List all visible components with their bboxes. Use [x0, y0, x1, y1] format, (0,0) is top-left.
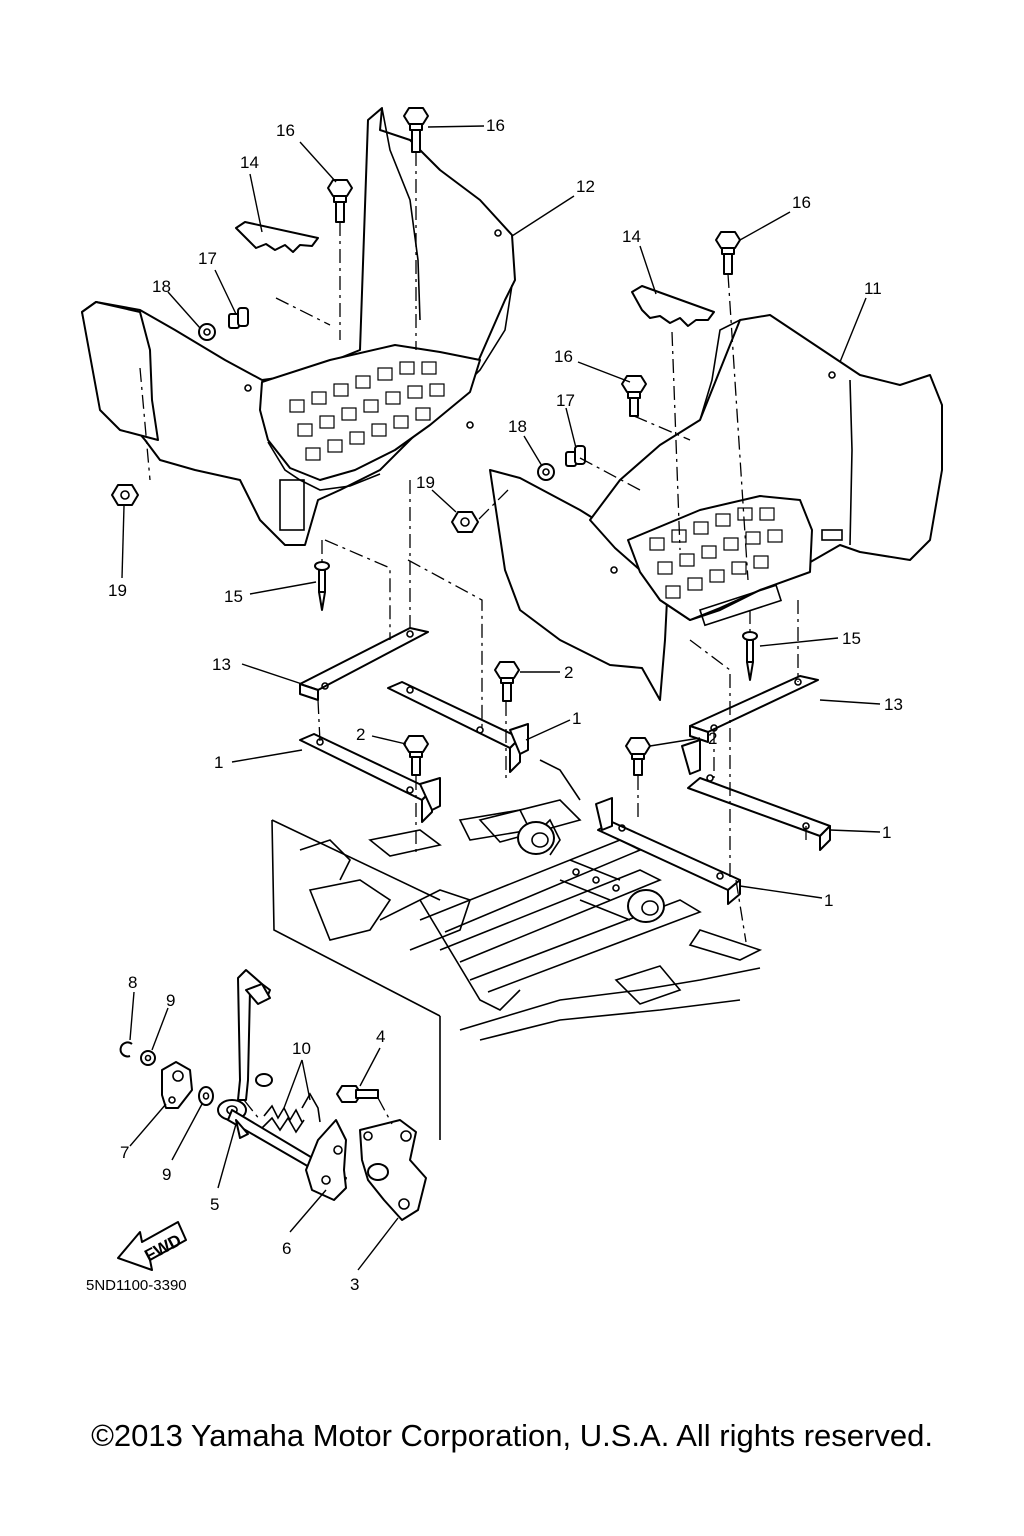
- screw-17-a: [228, 307, 249, 329]
- bolt-16-d: [621, 375, 647, 417]
- bolt-4: [336, 1085, 379, 1103]
- bolt-16-b: [403, 107, 429, 153]
- bolt-2-b: [403, 735, 429, 776]
- callout-19b: 19: [108, 581, 127, 600]
- right-footrest-mudguard: [489, 314, 943, 701]
- callout-labels: 16 16 14 12 16 17 18 14 11 16 17 18 19 1…: [86, 116, 903, 1294]
- callout-7: 7: [120, 1143, 129, 1162]
- callout-14a: 14: [240, 153, 259, 172]
- footrest-cleat-left: [235, 221, 319, 253]
- bracket-1-c: [681, 739, 831, 851]
- nut-19-a: [111, 484, 139, 506]
- callout-16c: 16: [792, 193, 811, 212]
- vehicle-frame: [271, 759, 763, 1140]
- callout-19a: 19: [416, 473, 435, 492]
- plate-13-left: [299, 627, 429, 701]
- washer-18-a: [198, 323, 216, 341]
- callout-17b: 17: [556, 391, 575, 410]
- washer-9-a: [140, 1050, 156, 1066]
- bracket-1-d: [595, 797, 741, 905]
- lever-3: [359, 1119, 427, 1221]
- callout-1d: 1: [824, 891, 833, 910]
- circlip-8: [119, 1041, 133, 1058]
- callout-3: 3: [350, 1275, 359, 1294]
- bolt-16-a: [327, 179, 353, 223]
- bolt-2-a: [494, 661, 520, 702]
- callout-13b: 13: [884, 695, 903, 714]
- callout-1c: 1: [882, 823, 891, 842]
- callout-13a: 13: [212, 655, 231, 674]
- callout-15b: 15: [842, 629, 861, 648]
- callout-14b: 14: [622, 227, 641, 246]
- footrest-cleat-right: [631, 285, 715, 327]
- bolt-16-c: [715, 231, 741, 275]
- callout-2b: 2: [356, 725, 365, 744]
- washer-9-b: [198, 1086, 214, 1106]
- copyright-notice: ©2013 Yamaha Motor Corporation, U.S.A. A…: [91, 1418, 933, 1453]
- link-7: [161, 1061, 193, 1109]
- callout-17a: 17: [198, 249, 217, 268]
- left-footrest-mudguard: [81, 107, 516, 546]
- rivet-15-b: [742, 631, 758, 681]
- fwd-arrow-icon: FWD: [117, 1221, 187, 1271]
- callout-16a: 16: [276, 121, 295, 140]
- callout-8: 8: [128, 973, 137, 992]
- nut-19-b: [451, 511, 479, 533]
- screw-17-b: [565, 445, 586, 467]
- diagram-code: 5ND1100-3390: [86, 1277, 187, 1294]
- bolt-2-c: [625, 737, 651, 776]
- callout-10: 10: [292, 1039, 311, 1058]
- bracket-1-a: [387, 681, 529, 773]
- callout-1a: 1: [572, 709, 581, 728]
- callout-18a: 18: [152, 277, 171, 296]
- callout-6: 6: [282, 1239, 291, 1258]
- callout-2a: 2: [564, 663, 573, 682]
- callout-11: 11: [864, 279, 882, 298]
- alignment-lines: [139, 152, 807, 1125]
- return-springs-10: [255, 1073, 321, 1134]
- rivet-15-a: [314, 561, 330, 611]
- callout-16d: 16: [554, 347, 573, 366]
- leader-lines: [121, 125, 881, 1271]
- callout-1b: 1: [214, 753, 223, 772]
- callout-18b: 18: [508, 417, 527, 436]
- cam-plate-6: [305, 1119, 347, 1201]
- callout-15a: 15: [224, 587, 243, 606]
- callout-12: 12: [576, 177, 595, 196]
- callout-4: 4: [376, 1027, 385, 1046]
- callout-5: 5: [210, 1195, 219, 1214]
- bracket-1-b: [299, 733, 441, 823]
- callout-2c: 2: [708, 729, 717, 748]
- plate-13-right: [689, 675, 819, 743]
- callout-9a: 9: [166, 991, 175, 1010]
- callout-9b: 9: [162, 1165, 171, 1184]
- washer-18-b: [537, 463, 555, 481]
- callout-16b: 16: [486, 116, 505, 135]
